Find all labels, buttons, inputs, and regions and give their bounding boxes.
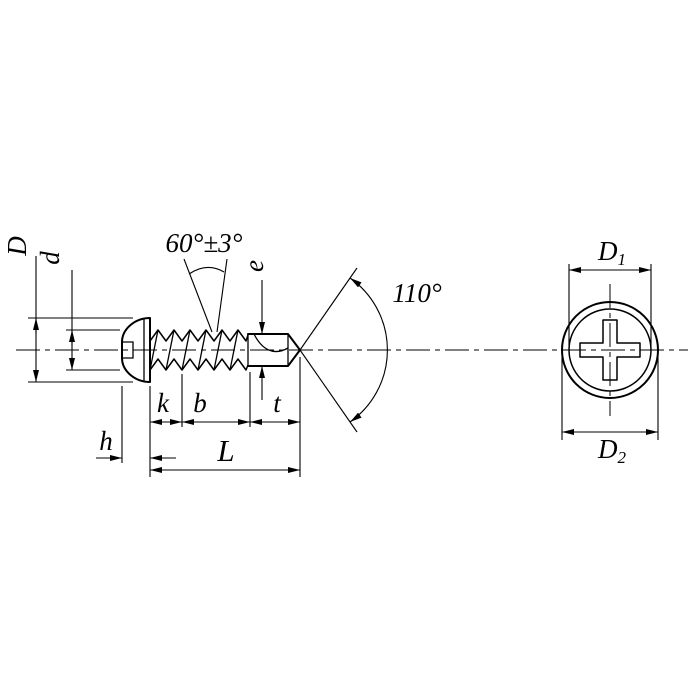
label-D: D <box>2 236 32 257</box>
label-D1: D1 <box>597 236 626 269</box>
dimension-d: d <box>35 251 120 371</box>
dimension-D: D <box>2 236 133 383</box>
label-D2-sub: 2 <box>618 448 627 467</box>
dimension-thread-angle: 60°±3° <box>166 228 243 333</box>
head-outer-circle <box>561 301 659 399</box>
dimension-k-b-t: k b t <box>149 357 301 477</box>
label-D1-sub: 1 <box>618 250 627 269</box>
thread-top-zigzag <box>149 329 249 342</box>
label-point-angle: 110° <box>392 278 441 308</box>
label-D2: D2 <box>597 434 627 467</box>
phillips-recess-side <box>122 341 134 359</box>
label-D2-main: D <box>597 434 618 464</box>
head-inner-circle <box>568 308 652 392</box>
label-t: t <box>273 388 282 418</box>
label-L: L <box>216 433 234 468</box>
thread-flank-lines <box>149 329 239 371</box>
label-e: e <box>239 260 269 272</box>
leader-line <box>183 258 213 333</box>
angle-ray <box>299 349 358 433</box>
thread-bottom-zigzag <box>149 358 249 371</box>
dimension-point-angle: 110° <box>299 267 442 433</box>
label-b: b <box>193 388 207 418</box>
dimension-L: L <box>150 433 300 473</box>
dimension-h: h <box>96 386 176 463</box>
dimension-D1: D1 <box>568 236 652 346</box>
label-thread-angle: 60°±3° <box>166 228 243 258</box>
label-D1-main: D <box>597 236 618 266</box>
label-k: k <box>157 388 170 418</box>
dimension-e: e <box>239 260 269 400</box>
thread-profile <box>149 329 249 371</box>
label-h: h <box>99 426 113 456</box>
angle-ray <box>299 267 358 351</box>
head-front-view <box>561 301 659 399</box>
dimension-D2: D2 <box>561 356 659 467</box>
drill-flute-curve <box>253 333 289 353</box>
phillips-cross-recess <box>579 319 641 381</box>
label-d: d <box>35 251 65 265</box>
angle-arc <box>188 266 225 275</box>
angle-arc <box>349 277 388 423</box>
leader-line <box>216 258 228 333</box>
